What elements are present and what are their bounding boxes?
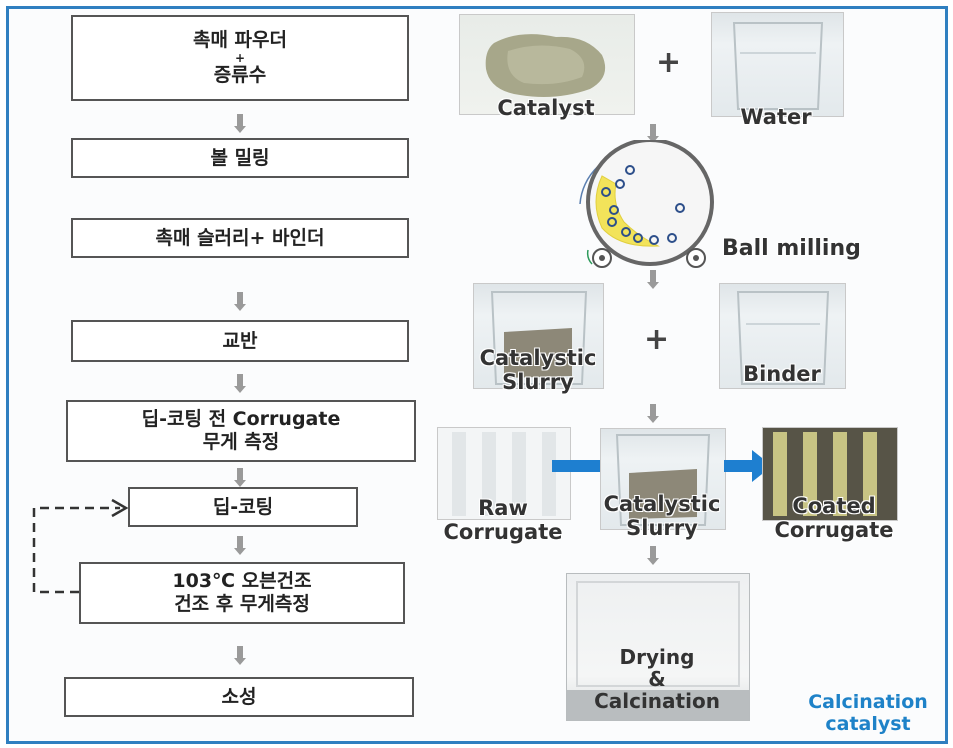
ball-milling-label: Ball milling <box>722 236 861 261</box>
label-text: Slurry <box>502 370 574 395</box>
drying-calcination-label: Drying & Calcination <box>566 646 748 712</box>
step-text: 건조 후 무게측정 <box>174 593 310 615</box>
down-arrow <box>647 404 659 424</box>
oven-image <box>566 573 750 721</box>
label-text: Slurry <box>626 516 698 541</box>
raw-corrugate-label: Raw Corrugate <box>430 496 576 544</box>
step-dip-coating: 딥-코팅 <box>128 487 358 527</box>
down-arrow <box>234 536 246 556</box>
catalytic-slurry-dip-image <box>600 428 726 530</box>
plus-sign: + <box>644 322 670 357</box>
step-text: 교반 <box>222 329 258 352</box>
calcination-catalyst-label: Calcination catalyst <box>788 691 948 736</box>
label-text: Catalystic <box>479 346 597 370</box>
catalyst-powder-image <box>459 14 635 115</box>
step-text: 촉매 슬러리+ 바인더 <box>155 226 325 249</box>
label-text: Drying <box>619 645 695 669</box>
step-oven-dry-weigh: 103℃ 오븐건조 건조 후 무게측정 <box>79 562 405 624</box>
label-text: Corrugate <box>774 518 894 543</box>
repeat-loop-arrow <box>32 498 129 594</box>
label-text: Calcination <box>594 689 720 713</box>
step-calcination: 소성 <box>64 677 414 717</box>
down-arrow <box>234 292 246 312</box>
step-stirring: 교반 <box>71 320 409 362</box>
raw-corrugate-image <box>437 427 571 520</box>
down-arrow <box>647 270 659 290</box>
step-catalyst-powder-water: 촉매 파우더 + 증류수 <box>71 15 409 101</box>
plus-sign: + <box>656 45 682 80</box>
label-text: catalyst <box>825 712 911 735</box>
label-text: Catalystic <box>603 492 721 516</box>
step-text: 촉매 파우더 <box>192 29 287 52</box>
label-text: Corrugate <box>443 520 563 545</box>
water-label: Water <box>740 105 812 129</box>
catalytic-slurry-dip-label: Catalystic Slurry <box>590 492 734 540</box>
step-text: 무게 측정 <box>202 431 280 453</box>
label-text: Coated <box>792 494 876 518</box>
step-text: 볼 밀링 <box>210 146 270 169</box>
label-text: Raw <box>478 496 528 520</box>
step-pre-dip-weigh: 딥-코팅 전 Corrugate 무게 측정 <box>66 400 416 462</box>
catalyst-label: Catalyst <box>497 96 595 120</box>
label-text: Calcination <box>808 691 928 713</box>
down-arrow <box>234 374 246 394</box>
step-text: 증류수 <box>213 64 267 86</box>
flow-arrow-right <box>552 460 602 472</box>
catalytic-slurry-beaker-image <box>473 283 604 389</box>
coated-corrugate-image <box>762 427 898 521</box>
step-text: 딥-코팅 전 Corrugate <box>141 408 341 431</box>
binder-label: Binder <box>743 362 821 386</box>
ball-mill-illustration <box>579 140 714 268</box>
step-ball-milling: 볼 밀링 <box>71 138 409 178</box>
step-slurry-binder: 촉매 슬러리+ 바인더 <box>71 218 409 258</box>
binder-beaker-image <box>719 283 846 389</box>
down-arrow <box>234 114 246 134</box>
step-text: 딥-코팅 <box>212 495 274 518</box>
step-text: 103℃ 오븐건조 <box>172 570 312 593</box>
catalytic-slurry-label: Catalystic Slurry <box>464 346 612 394</box>
down-arrow <box>647 546 659 566</box>
water-beaker-image <box>711 12 844 117</box>
coated-corrugate-label: Coated Corrugate <box>758 494 910 542</box>
down-arrow <box>234 468 246 488</box>
down-arrow <box>234 646 246 666</box>
step-text: 소성 <box>221 685 257 708</box>
step-plus: + <box>234 51 246 65</box>
label-text: & <box>648 667 666 691</box>
